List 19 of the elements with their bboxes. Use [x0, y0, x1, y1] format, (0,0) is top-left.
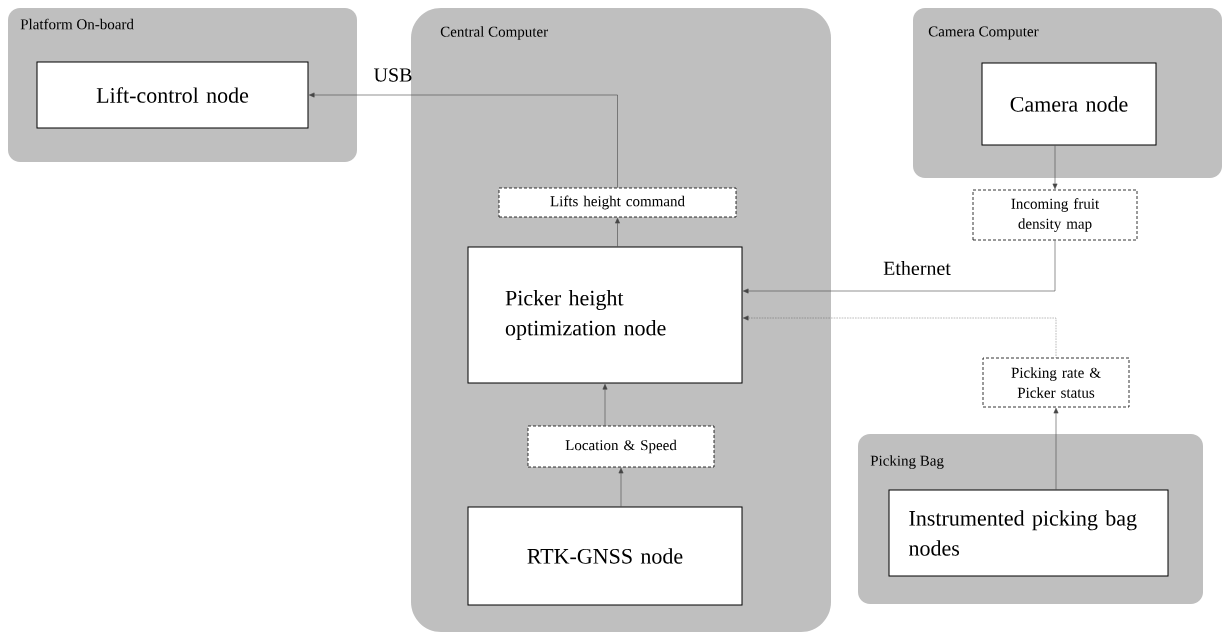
arrow — [309, 92, 618, 188]
arrow — [602, 384, 608, 426]
arrow — [1052, 145, 1058, 190]
edge-label: Ethernet — [883, 260, 951, 276]
dashed-message-box: Incoming fruit density map — [972, 189, 1138, 241]
arrow — [743, 240, 1056, 294]
dashed-message-box: Lifts height command — [498, 187, 737, 218]
process-box: Lift-control node — [36, 61, 309, 129]
process-box: Instrumented picking bag nodes — [888, 489, 1169, 577]
edge-label: USB — [374, 68, 412, 82]
arrow — [743, 315, 1057, 358]
dashed-message-box: Location & Speed — [527, 425, 715, 468]
arrow — [618, 467, 624, 507]
process-box: Picker height optimization node — [467, 246, 743, 384]
process-box: RTK-GNSS node — [467, 506, 743, 606]
process-box: Camera node — [981, 62, 1157, 146]
arrow — [1053, 407, 1059, 490]
arrow — [615, 217, 620, 247]
dashed-message-box: Picking rate & Picker status — [982, 357, 1130, 408]
